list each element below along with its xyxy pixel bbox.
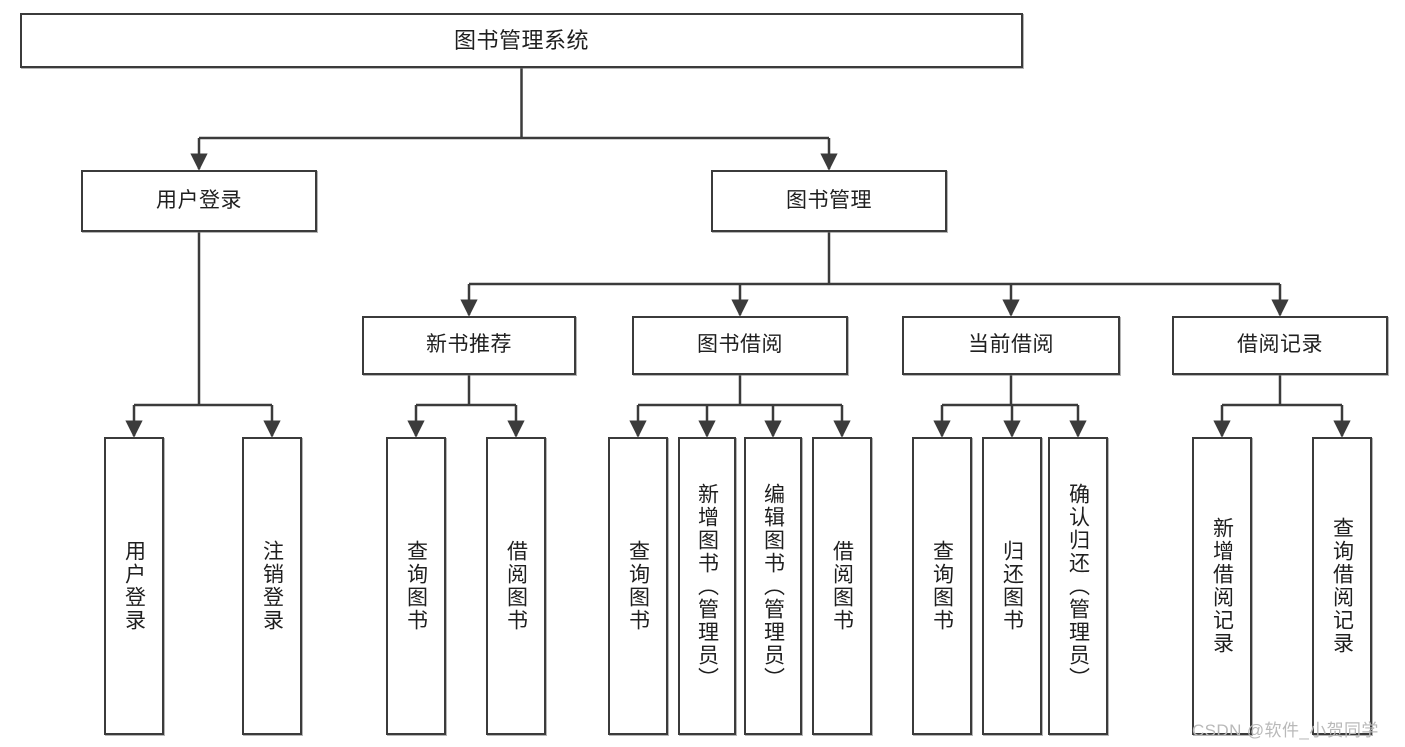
leaf-record-add-label: 新增借阅记录 xyxy=(1210,517,1234,655)
leaf-borrow-query-book[interactable]: 查询图书 xyxy=(608,437,668,735)
leaf-current-query-book[interactable]: 查询图书 xyxy=(912,437,972,735)
leaf-borrow-query-book-label: 查询图书 xyxy=(626,540,650,632)
watermark: CSDN @软件_小贺同学 xyxy=(1192,721,1379,740)
leaf-record-add[interactable]: 新增借阅记录 xyxy=(1192,437,1252,735)
leaf-current-return-book-label: 归还图书 xyxy=(1000,540,1024,632)
leaf-borrow-lend-book-label: 借阅图书 xyxy=(830,540,854,632)
node-root-label: 图书管理系统 xyxy=(453,27,589,53)
leaf-user-logout[interactable]: 注销登录 xyxy=(242,437,302,735)
node-new-book-recommend-label: 新书推荐 xyxy=(426,333,512,357)
node-current-borrow-label: 当前借阅 xyxy=(968,333,1054,357)
leaf-current-return-book[interactable]: 归还图书 xyxy=(982,437,1042,735)
leaf-user-login-label: 用户登录 xyxy=(122,540,146,632)
leaf-record-search[interactable]: 查询借阅记录 xyxy=(1312,437,1372,735)
node-book-manage[interactable]: 图书管理 xyxy=(711,170,947,232)
leaf-borrow-add-book-label: 新增图书（管理员） xyxy=(695,482,719,690)
leaf-recommend-borrow-book-label: 借阅图书 xyxy=(504,540,528,632)
leaf-recommend-query-book-label: 查询图书 xyxy=(404,540,428,632)
leaf-recommend-borrow-book[interactable]: 借阅图书 xyxy=(486,437,546,735)
node-book-borrow[interactable]: 图书借阅 xyxy=(632,316,848,375)
leaf-current-confirm-return-label: 确认归还（管理员） xyxy=(1066,482,1090,690)
leaf-borrow-edit-book[interactable]: 编辑图书（管理员） xyxy=(744,437,802,735)
leaf-current-confirm-return[interactable]: 确认归还（管理员） xyxy=(1048,437,1108,735)
leaf-record-search-label: 查询借阅记录 xyxy=(1330,517,1354,655)
node-borrow-record[interactable]: 借阅记录 xyxy=(1172,316,1388,375)
leaf-recommend-query-book[interactable]: 查询图书 xyxy=(386,437,446,735)
leaf-current-query-book-label: 查询图书 xyxy=(930,540,954,632)
node-root[interactable]: 图书管理系统 xyxy=(20,13,1023,68)
node-book-manage-label: 图书管理 xyxy=(786,188,872,212)
node-current-borrow[interactable]: 当前借阅 xyxy=(902,316,1120,375)
node-user-login-label: 用户登录 xyxy=(156,188,242,212)
leaf-user-login[interactable]: 用户登录 xyxy=(104,437,164,735)
node-book-borrow-label: 图书借阅 xyxy=(697,333,783,357)
node-new-book-recommend[interactable]: 新书推荐 xyxy=(362,316,576,375)
leaf-user-logout-label: 注销登录 xyxy=(260,540,284,632)
leaf-borrow-edit-book-label: 编辑图书（管理员） xyxy=(761,482,785,690)
leaf-borrow-add-book[interactable]: 新增图书（管理员） xyxy=(678,437,736,735)
leaf-borrow-lend-book[interactable]: 借阅图书 xyxy=(812,437,872,735)
node-borrow-record-label: 借阅记录 xyxy=(1237,333,1323,357)
node-user-login[interactable]: 用户登录 xyxy=(81,170,317,232)
